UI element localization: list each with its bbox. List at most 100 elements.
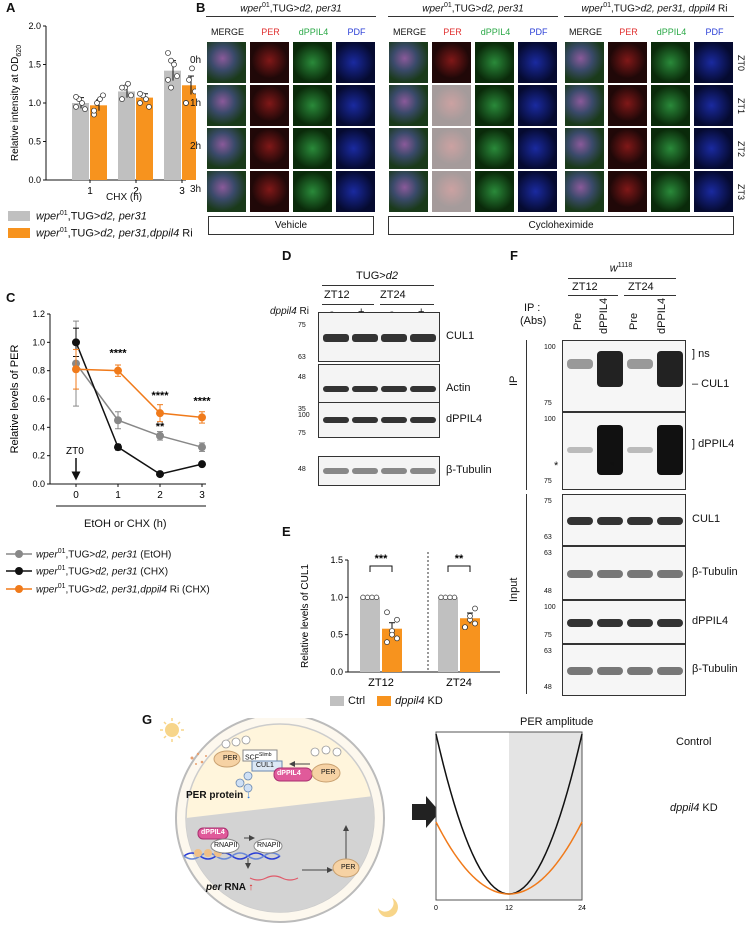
microscopy-tile	[206, 84, 247, 127]
a-point	[168, 57, 174, 64]
f-mw: 100	[544, 416, 556, 423]
c-point	[198, 413, 206, 422]
input-section-label: Input	[508, 577, 520, 602]
d-blot-label: CUL1	[446, 330, 475, 342]
f-mw: 48	[544, 588, 552, 595]
a-point	[186, 77, 192, 83]
a-point	[192, 88, 196, 95]
d-blot	[318, 312, 440, 362]
e-point	[364, 594, 371, 600]
f-band	[627, 570, 653, 578]
e-xtick: ZT12	[368, 677, 394, 689]
lane-dppil4-2: dPPIL4	[656, 297, 668, 334]
channel-header-dppil4: dPPIL4	[656, 27, 687, 37]
g-amplitude-title: PER amplitude	[520, 716, 594, 728]
f-mw: 48	[544, 684, 552, 691]
g-control-label: Control	[676, 736, 712, 748]
e-ytick: 0.0	[330, 667, 343, 677]
f-band	[627, 517, 653, 525]
e-bar	[360, 597, 380, 672]
g-xtick: 24	[578, 905, 586, 912]
channel-header-per: PER	[261, 27, 280, 37]
f-mw: 100	[544, 344, 556, 351]
a-point	[100, 92, 106, 99]
c-xtick: 0	[73, 490, 79, 501]
e-bar	[438, 597, 458, 672]
g-dppil4-1: dPPIL4	[277, 770, 301, 777]
microscopy-tile	[249, 41, 290, 84]
c-sig: **	[156, 421, 165, 433]
f-band	[657, 570, 683, 578]
microscopy-tile	[693, 170, 734, 213]
g-per-protein: PER protein ↓	[186, 790, 252, 801]
a-bar	[164, 70, 181, 180]
d-mw: 75	[298, 322, 306, 329]
microscopy-tile	[517, 170, 558, 213]
microscopy-tile	[474, 41, 515, 84]
microscopy-tile	[206, 170, 247, 213]
row-label-zt3: ZT3	[736, 184, 746, 201]
microscopy-tile	[517, 127, 558, 170]
a-point	[119, 96, 125, 103]
microscopy-tile	[650, 41, 691, 84]
d-mw: 48	[298, 374, 306, 381]
row-label-1h: 1h	[190, 98, 202, 109]
e-point	[384, 609, 390, 616]
microscopy-tile	[474, 170, 515, 213]
microscopy-tile	[388, 41, 429, 84]
panel-d-ri-label: dppil4 Ri	[270, 306, 309, 317]
g-scf: SCFSlimb	[245, 752, 272, 762]
a-point	[73, 103, 79, 110]
d-band	[323, 386, 349, 392]
e-point	[389, 631, 395, 638]
a-point	[165, 77, 171, 83]
panel-c-xlabel: EtOH or CHX (h)	[84, 518, 167, 530]
microscopy-tile	[564, 127, 605, 170]
a-point	[137, 90, 143, 97]
panel-a-legend: wper01,TUG>d2, per31 wper01,TUG>d2, per3…	[8, 210, 194, 239]
d-mw: 35	[298, 406, 306, 413]
e-ytick: 0.5	[330, 630, 343, 640]
e-ytick: 1.0	[330, 592, 343, 602]
f-blot-label: β-Tubulin	[692, 663, 738, 675]
f-band	[627, 359, 653, 369]
d-mw: 75	[298, 430, 306, 437]
c-series-line	[75, 342, 203, 475]
a-xtick: 3	[179, 186, 185, 197]
d-mw: 100	[298, 412, 310, 419]
e-ytick: 1.5	[330, 555, 343, 565]
channel-header-merge: MERGE	[392, 27, 426, 37]
d-blot	[318, 402, 440, 438]
legend-e-ctrl: Ctrl	[348, 695, 366, 707]
panel-d-zt12: ZT12	[324, 289, 350, 301]
c-xtick: 2	[157, 490, 163, 501]
c-point	[156, 431, 164, 440]
legend-swatch-gray	[8, 211, 30, 222]
a-ytick: 1.5	[28, 60, 41, 70]
a-point	[171, 61, 177, 68]
panel-e-legend: Ctrl dppil4 KD	[330, 695, 443, 707]
f-mw: 63	[544, 648, 552, 655]
row-label-zt0: ZT0	[736, 55, 746, 72]
f-mw: 63	[544, 534, 552, 541]
d-band	[323, 468, 349, 474]
panel-b-title-2: wper01,TUG>d2, per31	[422, 2, 524, 15]
d-blot	[318, 456, 440, 486]
f-band	[627, 619, 653, 627]
microscopy-tile	[564, 84, 605, 127]
e-point	[394, 616, 400, 623]
microscopy-tile	[206, 41, 247, 84]
microscopy-tile	[431, 127, 472, 170]
microscopy-tile	[474, 84, 515, 127]
a-point	[91, 107, 97, 114]
e-point	[467, 613, 473, 619]
a-bar	[136, 97, 153, 180]
row-label-zt2: ZT2	[736, 141, 746, 158]
f-mw: 100	[544, 604, 556, 611]
e-point	[462, 624, 468, 631]
f-ip-label: – CUL1	[692, 378, 730, 390]
channel-header-dppil4: dPPIL4	[480, 27, 511, 37]
f-band	[597, 517, 623, 525]
microscopy-tile	[292, 84, 333, 127]
panel-label-g: G	[142, 712, 153, 727]
